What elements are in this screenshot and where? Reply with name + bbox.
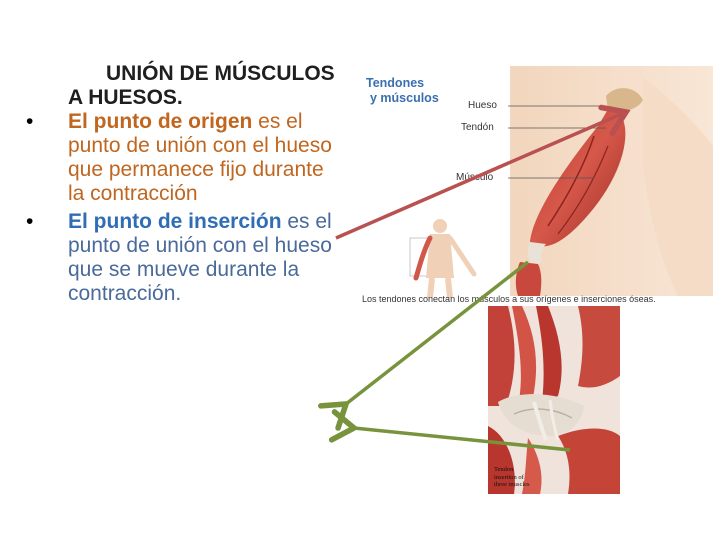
text-column: UNIÓN DE MÚSCULOS A HUESOS. • El punto d… — [26, 62, 344, 306]
figure-title-line2: y músculos — [370, 91, 439, 105]
arrow-insertion-2 — [328, 409, 571, 452]
arm-anatomy-image: Tendones y músculos Hueso Tendón Músculo — [358, 66, 713, 310]
slide-title: UNIÓN DE MÚSCULOS A HUESOS. — [68, 62, 335, 109]
arrow-insertion-1 — [318, 260, 530, 431]
insertion-description: es el punto de unión con el hueso que se… — [68, 210, 332, 305]
arrow-origin — [335, 104, 631, 240]
origin-description: es el punto de unión con el hueso que pe… — [68, 110, 332, 205]
arm-anatomy-illustration — [409, 66, 713, 299]
bullet-dot: • — [26, 110, 34, 133]
origin-term: El punto de origen — [68, 110, 253, 133]
label-bone: Hueso — [468, 100, 497, 111]
label-tendon: Tendón — [461, 122, 494, 133]
bullet-dot: • — [26, 210, 34, 233]
figure-title-line1: Tendones — [366, 76, 425, 90]
bullet-origin: • El punto de origen es el punto de unió… — [26, 110, 344, 206]
knee-anatomy-image — [488, 306, 620, 494]
figure-title: Tendones y músculos — [366, 76, 439, 106]
figure-caption: Los tendones conectan los músculos a sus… — [362, 294, 656, 304]
knee-caption: Tendon insertion of three muscles — [494, 466, 530, 488]
bullet-insertion: • El punto de inserción es el punto de u… — [26, 210, 344, 306]
small-body-figure — [409, 219, 477, 299]
knee-muscles-illustration — [488, 306, 620, 494]
insertion-term: El punto de inserción — [68, 210, 282, 233]
